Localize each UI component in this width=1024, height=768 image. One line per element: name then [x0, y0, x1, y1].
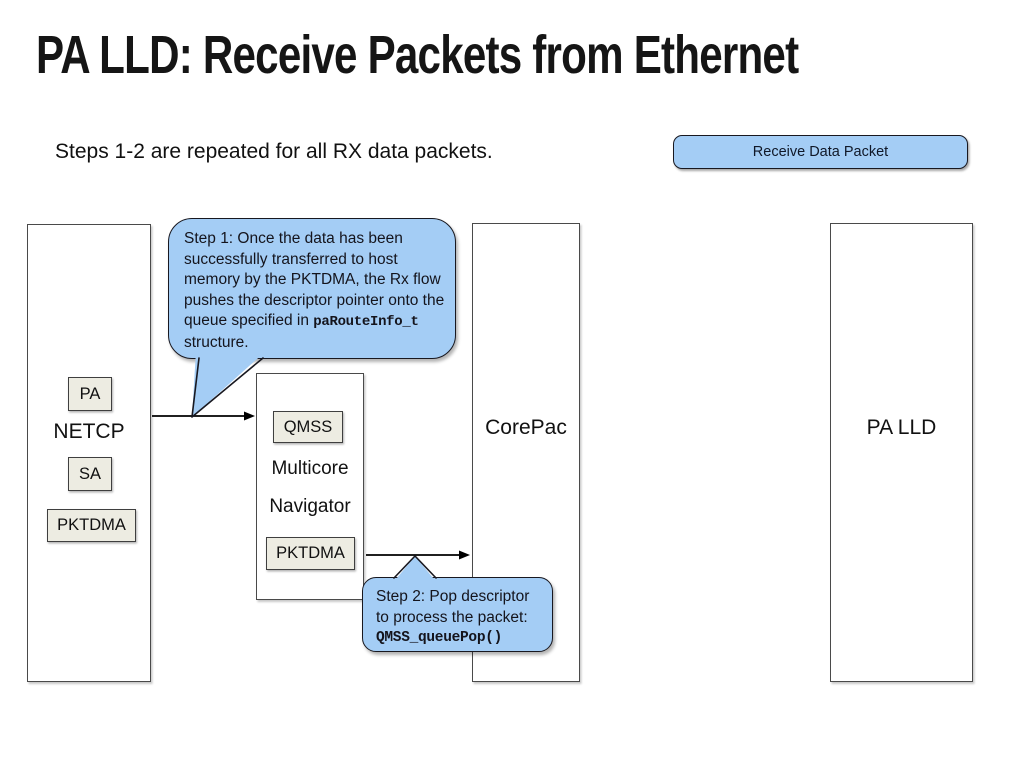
corepac-label: CorePac: [485, 416, 567, 439]
netcp-label: NETCP: [53, 420, 125, 443]
chip-pktdma-navigator: PKTDMA: [266, 537, 355, 570]
chip-pktdma-netcp: PKTDMA: [47, 509, 136, 542]
pa-lld-box: [830, 223, 973, 682]
subtitle-note: Steps 1-2 are repeated for all RX data p…: [55, 140, 493, 163]
step1-text: Step 1: Once the data has been successfu…: [184, 230, 445, 330]
chip-pa: PA: [68, 377, 112, 411]
arrow-pktdma-to-corepac: [366, 550, 470, 560]
page-title: PA LLD: Receive Packets from Ethernet: [36, 25, 799, 85]
step2-code: QMSS_queuePop(): [376, 630, 503, 646]
step2-text: Step 2: Pop descriptor to process the pa…: [376, 588, 530, 626]
navigator-label: Navigator: [269, 496, 351, 517]
step1-suffix: structure.: [184, 333, 249, 351]
receive-data-packet-node: Receive Data Packet: [673, 135, 968, 169]
step2-callout: Step 2: Pop descriptor to process the pa…: [362, 577, 553, 652]
netcp-box: [27, 224, 151, 682]
step1-code: paRouteInfo_t: [313, 314, 419, 331]
chip-qmss: QMSS: [273, 411, 343, 443]
step1-callout: Step 1: Once the data has been successfu…: [168, 218, 456, 359]
step1-callout-tail: [191, 351, 266, 418]
chip-sa: SA: [68, 457, 112, 491]
multicore-label: Multicore: [271, 458, 349, 479]
arrow-netcp-to-navigator: [152, 411, 255, 421]
pa-lld-label: PA LLD: [866, 416, 937, 439]
